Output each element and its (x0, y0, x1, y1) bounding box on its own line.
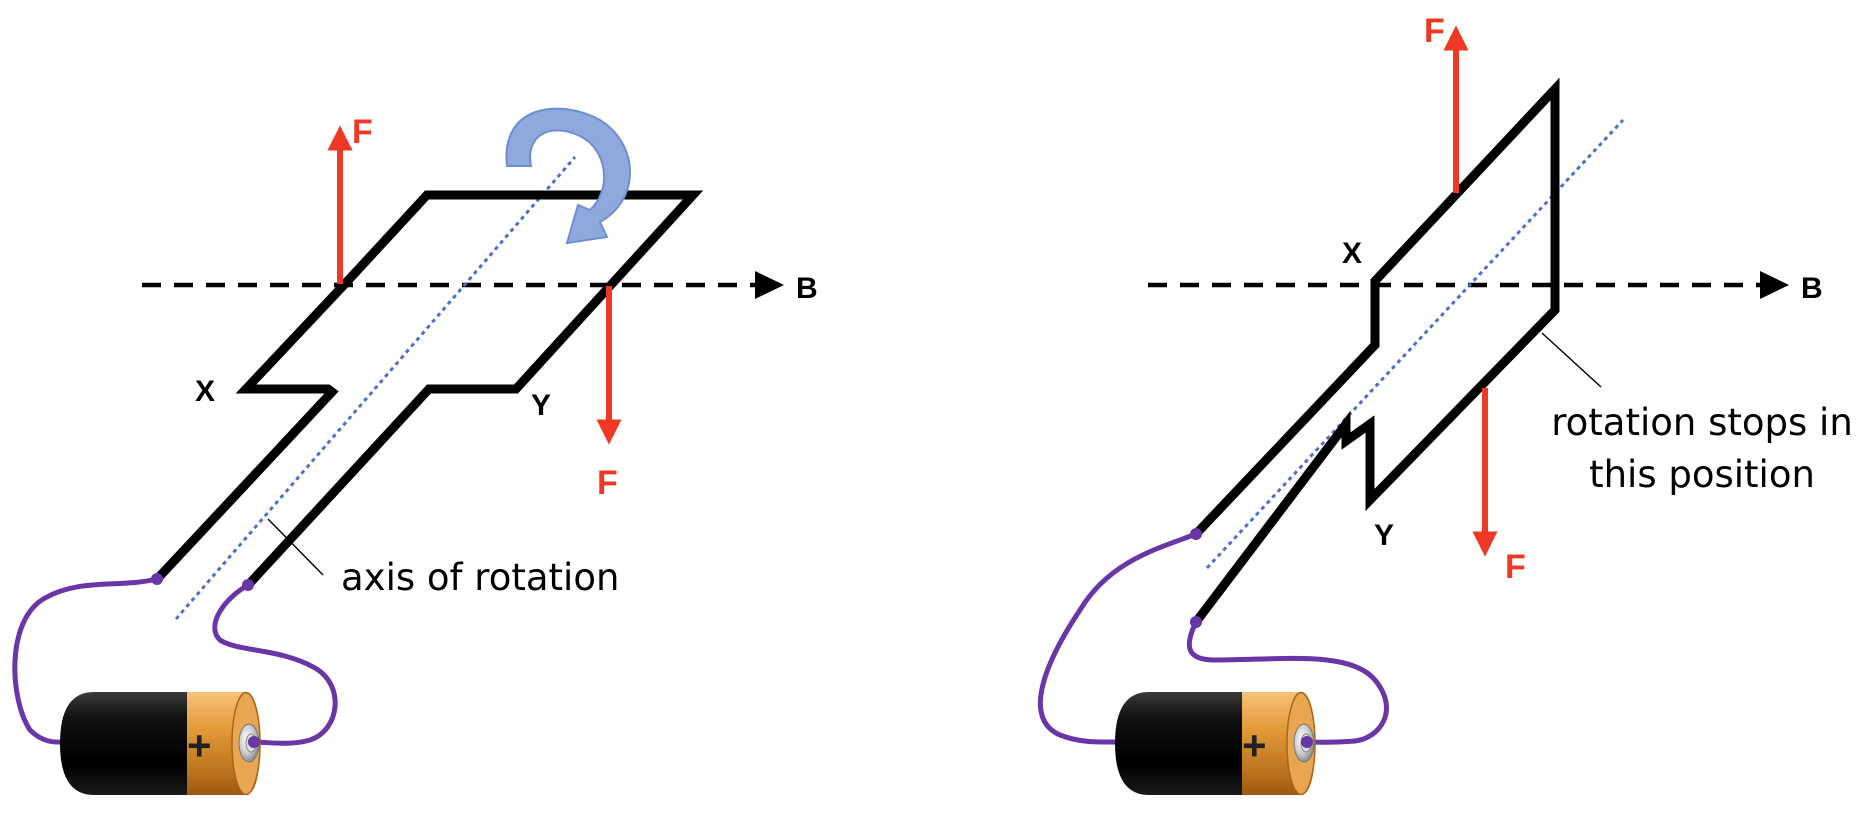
wire-node (1190, 616, 1202, 628)
left-panel: B F F X Y axis of rotation + (12, 107, 818, 796)
axis-annotation: axis of rotation (341, 556, 619, 599)
wire-negative (1037, 531, 1199, 745)
rotation-annotation-line1: rotation stops in (1551, 401, 1853, 444)
right-panel: B F F X Y rotation stops in this positio… (1037, 12, 1853, 796)
field-label-b: B (1801, 272, 1823, 305)
coil-loop (1189, 77, 1560, 629)
rotation-annotation-line2: this position (1589, 453, 1815, 496)
wire-node (1190, 528, 1202, 540)
annotation-leader-line (1541, 332, 1602, 388)
axis-of-rotation-line (174, 156, 577, 620)
battery-plus-sign: + (1242, 722, 1267, 769)
wire-negative (12, 576, 160, 745)
force-label-bottom: F (597, 464, 618, 502)
wire-node (242, 579, 254, 591)
wire-positive (1186, 619, 1389, 745)
annotation-leader-line (267, 518, 324, 576)
force-label-top: F (1424, 12, 1445, 50)
battery-icon: + (60, 691, 261, 796)
battery-plus-sign: + (187, 722, 212, 769)
wire-positive (212, 582, 338, 746)
battery-icon: + (1115, 691, 1316, 796)
field-arrowhead-icon (755, 271, 784, 299)
field-arrowhead-icon (1760, 271, 1789, 299)
force-label-bottom: F (1505, 548, 1526, 586)
wire-node (151, 573, 163, 585)
coil-loop (153, 190, 704, 590)
side-label-x: X (195, 375, 215, 408)
rotation-arrow-icon (505, 107, 631, 245)
force-label-top: F (352, 113, 373, 151)
side-label-x: X (1342, 237, 1362, 270)
field-label-b: B (796, 272, 818, 305)
side-label-y: Y (1374, 519, 1394, 552)
axis-of-rotation-line (1205, 118, 1625, 570)
side-label-y: Y (531, 389, 551, 422)
